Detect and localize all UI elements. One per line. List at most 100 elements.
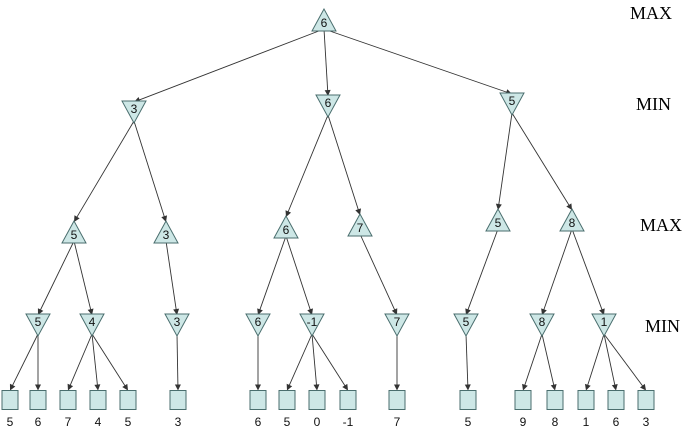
max-node: 5: [61, 219, 87, 244]
node-value: 7: [357, 221, 364, 235]
edge-0: [134, 28, 325, 103]
edge-0-1-0-0: [174, 333, 181, 391]
edge-0-0-1-0: [67, 333, 93, 391]
edge-0-0-1-1: [91, 333, 101, 391]
leaf-value: 5: [125, 415, 132, 429]
leaf-node: 5: [278, 390, 296, 429]
leaf-value: 7: [394, 415, 401, 429]
leaf-value: 6: [35, 415, 42, 429]
leaf-value: 3: [643, 415, 650, 429]
max-node: 3: [153, 219, 179, 244]
leaf-value: 1: [583, 415, 590, 429]
node-value: 5: [495, 216, 502, 230]
edge-0-1: [133, 120, 168, 222]
leaf-value: 5: [7, 415, 14, 429]
leaf-node: 3: [169, 390, 187, 429]
node-value: 5: [35, 315, 42, 329]
min-node: 6: [245, 313, 271, 338]
leaf-node: 1: [577, 390, 595, 429]
edge-2-1-1-2: [603, 333, 646, 391]
level-label-3: MIN: [645, 316, 680, 336]
node-value: 8: [539, 315, 546, 329]
node-value: 3: [163, 228, 170, 242]
edge-2: [323, 28, 512, 95]
max-node: 6: [311, 7, 337, 32]
edge-1-1-0: [359, 233, 398, 315]
node-value: 5: [71, 228, 78, 242]
min-node: 5: [25, 313, 51, 338]
level-label-1: MIN: [636, 94, 671, 114]
edge-1-0-0-0: [255, 334, 261, 391]
edge-2-0: [495, 112, 513, 210]
leaf-value: 9: [520, 415, 527, 429]
node-value: 6: [325, 96, 332, 110]
level-label-0: MAX: [630, 3, 672, 23]
edge-0-0-1: [73, 240, 94, 315]
min-node: 4: [79, 313, 105, 338]
edge-0-0-0-1: [35, 334, 41, 391]
min-node: -1: [299, 313, 325, 338]
edge-0-0: [74, 120, 135, 222]
leaf-value: 7: [65, 415, 72, 429]
edge-2-1-1: [571, 228, 605, 315]
leaf-value: 3: [175, 415, 182, 429]
edge-2-1-0: [541, 228, 573, 315]
leaf-value: -1: [343, 415, 354, 429]
edge-2-1-0-0: [522, 333, 543, 391]
leaf-node: 6: [249, 390, 267, 429]
min-node: 1: [591, 313, 617, 338]
leaf-node: 3: [637, 390, 655, 429]
leaf-node: 6: [607, 390, 625, 429]
leaf-node: 8: [546, 390, 564, 429]
edge-2-1-1-1: [603, 333, 618, 391]
edge-0-1-0: [165, 240, 180, 315]
leaf-value: 5: [284, 415, 291, 429]
leaf-node: 7: [59, 390, 77, 429]
edge-2-1: [511, 112, 572, 210]
leaf-value: 6: [255, 415, 262, 429]
edge-2-1-0-1: [541, 333, 557, 391]
leaf-value: 4: [95, 415, 102, 429]
edge-0-0-0-0: [9, 333, 39, 391]
min-node: 3: [164, 313, 190, 338]
edge-2-0-0-0: [464, 333, 471, 391]
min-node: 3: [121, 100, 147, 125]
leaf-node: 5: [459, 390, 477, 429]
min-node: 5: [453, 313, 479, 338]
level-labels: MAX MIN MAX MIN: [630, 3, 682, 336]
max-node: 7: [347, 212, 373, 237]
edge-1-0-1-1: [311, 333, 320, 391]
node-value: 5: [463, 315, 470, 329]
leaf-node: 6: [29, 390, 47, 429]
nodes-layer: 6 3 5 5 5 6 4 7 4 5 3 3 3 6 6 6 6 -1 5 0 -1 7 7 7 5 5 5 5 8 8 9 8 1 1 6 3: [1, 7, 655, 429]
min-node: 8: [529, 313, 555, 338]
max-node: 6: [273, 214, 299, 239]
node-value: 8: [569, 216, 576, 230]
leaf-node: 7: [388, 390, 406, 429]
leaf-value: 5: [465, 415, 472, 429]
leaf-node: 5: [1, 390, 19, 429]
node-value: -1: [307, 315, 318, 329]
node-value: 6: [255, 315, 262, 329]
leaf-value: 8: [552, 415, 559, 429]
edge-1-0: [285, 114, 329, 217]
edge-0-0-0: [37, 240, 75, 315]
node-value: 6: [283, 223, 290, 237]
edge-1-0-1-2: [311, 333, 348, 391]
max-node: 8: [559, 207, 585, 232]
max-node: 5: [485, 207, 511, 232]
min-node: 7: [384, 313, 410, 338]
leaf-node: 0: [308, 390, 326, 429]
leaf-value: 0: [314, 415, 321, 429]
edge-2-1-1-0: [584, 333, 605, 391]
node-value: 7: [394, 315, 401, 329]
edge-1: [323, 28, 331, 96]
leaf-node: 9: [514, 390, 532, 429]
edge-0-0-1-2: [91, 333, 128, 391]
leaf-node: 4: [89, 390, 107, 429]
edge-1-0-0: [257, 235, 287, 315]
leaf-node: 5: [119, 390, 137, 429]
node-value: 5: [509, 94, 516, 108]
